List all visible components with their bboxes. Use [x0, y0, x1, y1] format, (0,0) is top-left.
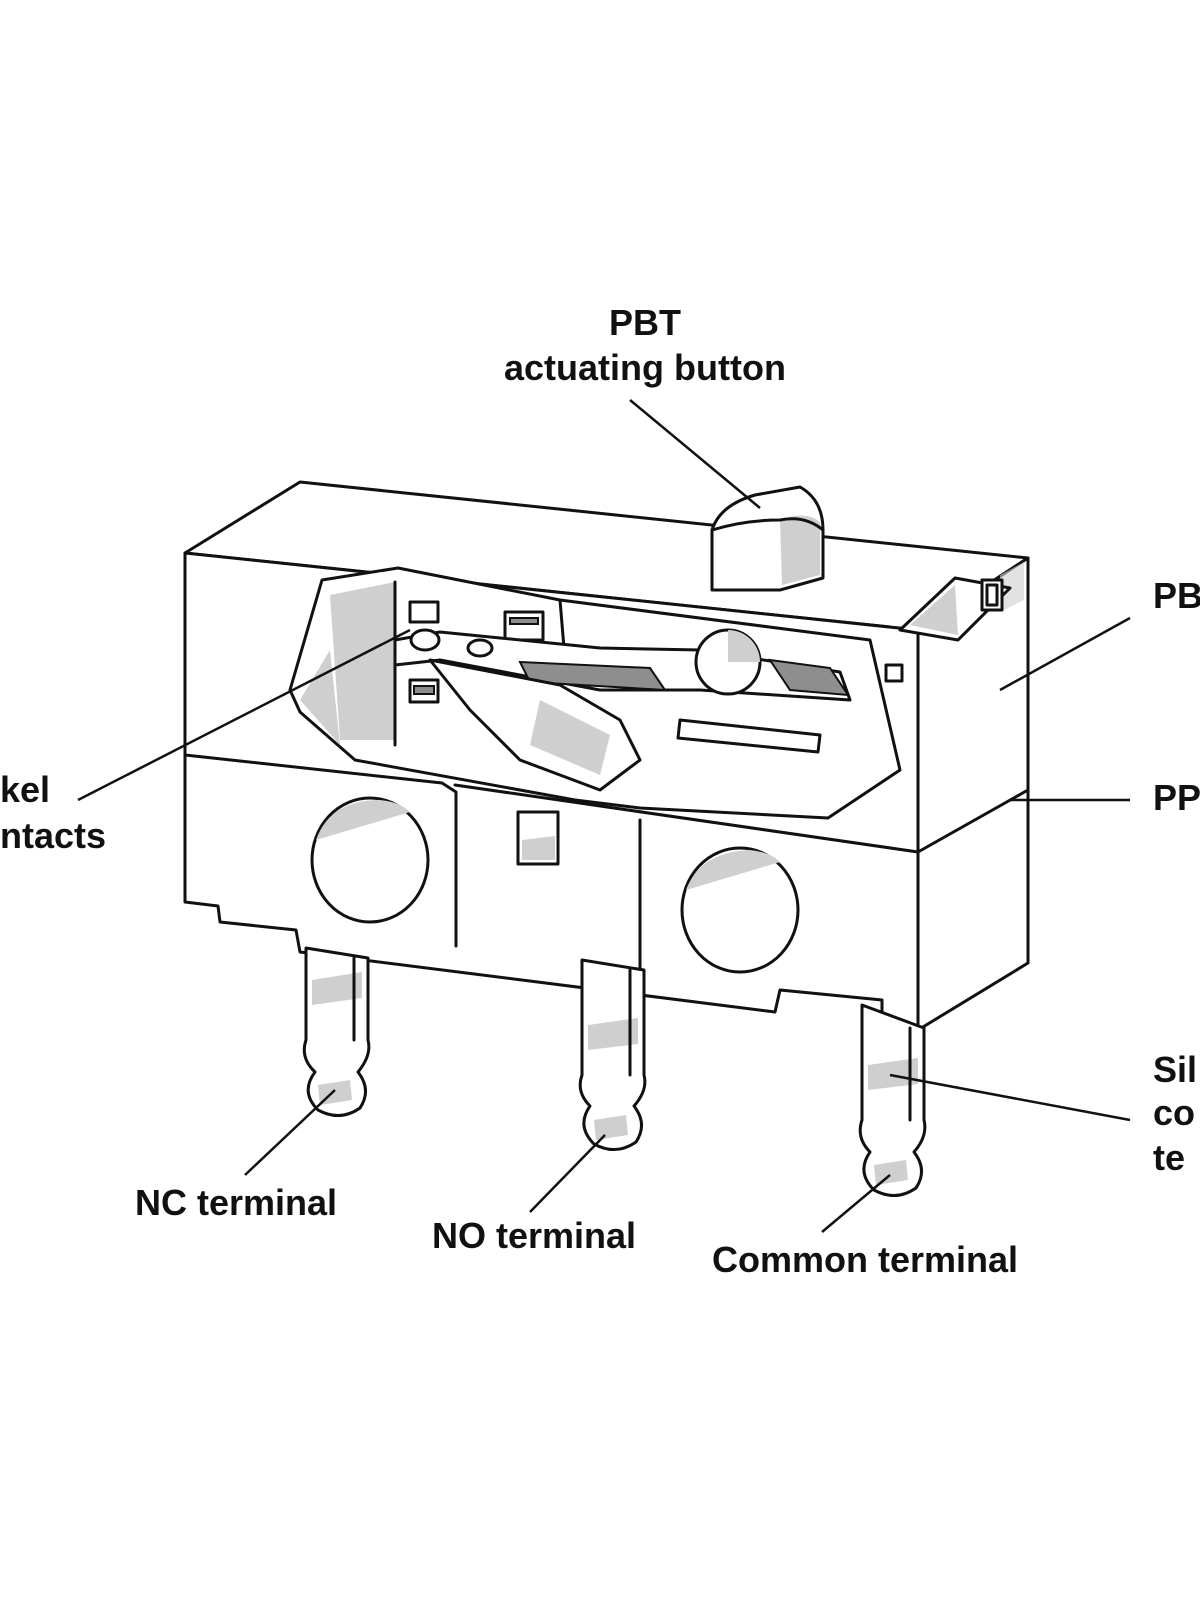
label-nc-terminal: NC terminal	[135, 1182, 337, 1223]
label-terminal-material-line3: te	[1153, 1137, 1185, 1178]
mounting-hole-right	[680, 846, 800, 974]
cutaway-window	[288, 566, 902, 820]
label-common-terminal: Common terminal	[712, 1239, 1018, 1280]
leader-cover	[999, 616, 1131, 692]
no-terminal-pin	[578, 958, 647, 1151]
label-no-terminal: NO terminal	[432, 1215, 636, 1256]
leader-contacts	[77, 628, 411, 802]
cover-marker-square	[884, 663, 904, 683]
mounting-hole-left	[310, 796, 430, 924]
label-actuator-line1: PBT	[609, 302, 681, 343]
cover-base-seam	[183, 753, 1030, 854]
label-contacts-line2: ntacts	[0, 815, 106, 856]
leader-nc-terminal	[244, 1089, 336, 1176]
leader-common-terminal	[821, 1174, 891, 1233]
leader-lines	[77, 399, 1131, 1233]
housing-right-shade	[1000, 562, 1024, 612]
latch-slot	[898, 576, 1012, 642]
common-terminal-pin	[858, 1003, 927, 1197]
label-base-material: PP	[1153, 777, 1200, 818]
label-terminal-material-line2: co	[1153, 1092, 1195, 1133]
front-marker	[516, 810, 560, 866]
labels: PBT actuating button PB PP kel ntacts Si…	[0, 302, 1200, 1280]
nc-terminal-pin	[302, 946, 371, 1117]
actuating-button	[710, 485, 825, 592]
label-actuator-line2: actuating button	[504, 347, 786, 388]
leader-terminal-material	[889, 1073, 1131, 1122]
base-step-left	[440, 781, 458, 948]
leader-actuator	[629, 399, 761, 509]
label-cover-material: PB	[1153, 575, 1200, 616]
label-terminal-material-line1: Sil	[1153, 1049, 1197, 1090]
label-contacts-line1: kel	[0, 769, 50, 810]
leader-no-terminal	[529, 1134, 606, 1213]
